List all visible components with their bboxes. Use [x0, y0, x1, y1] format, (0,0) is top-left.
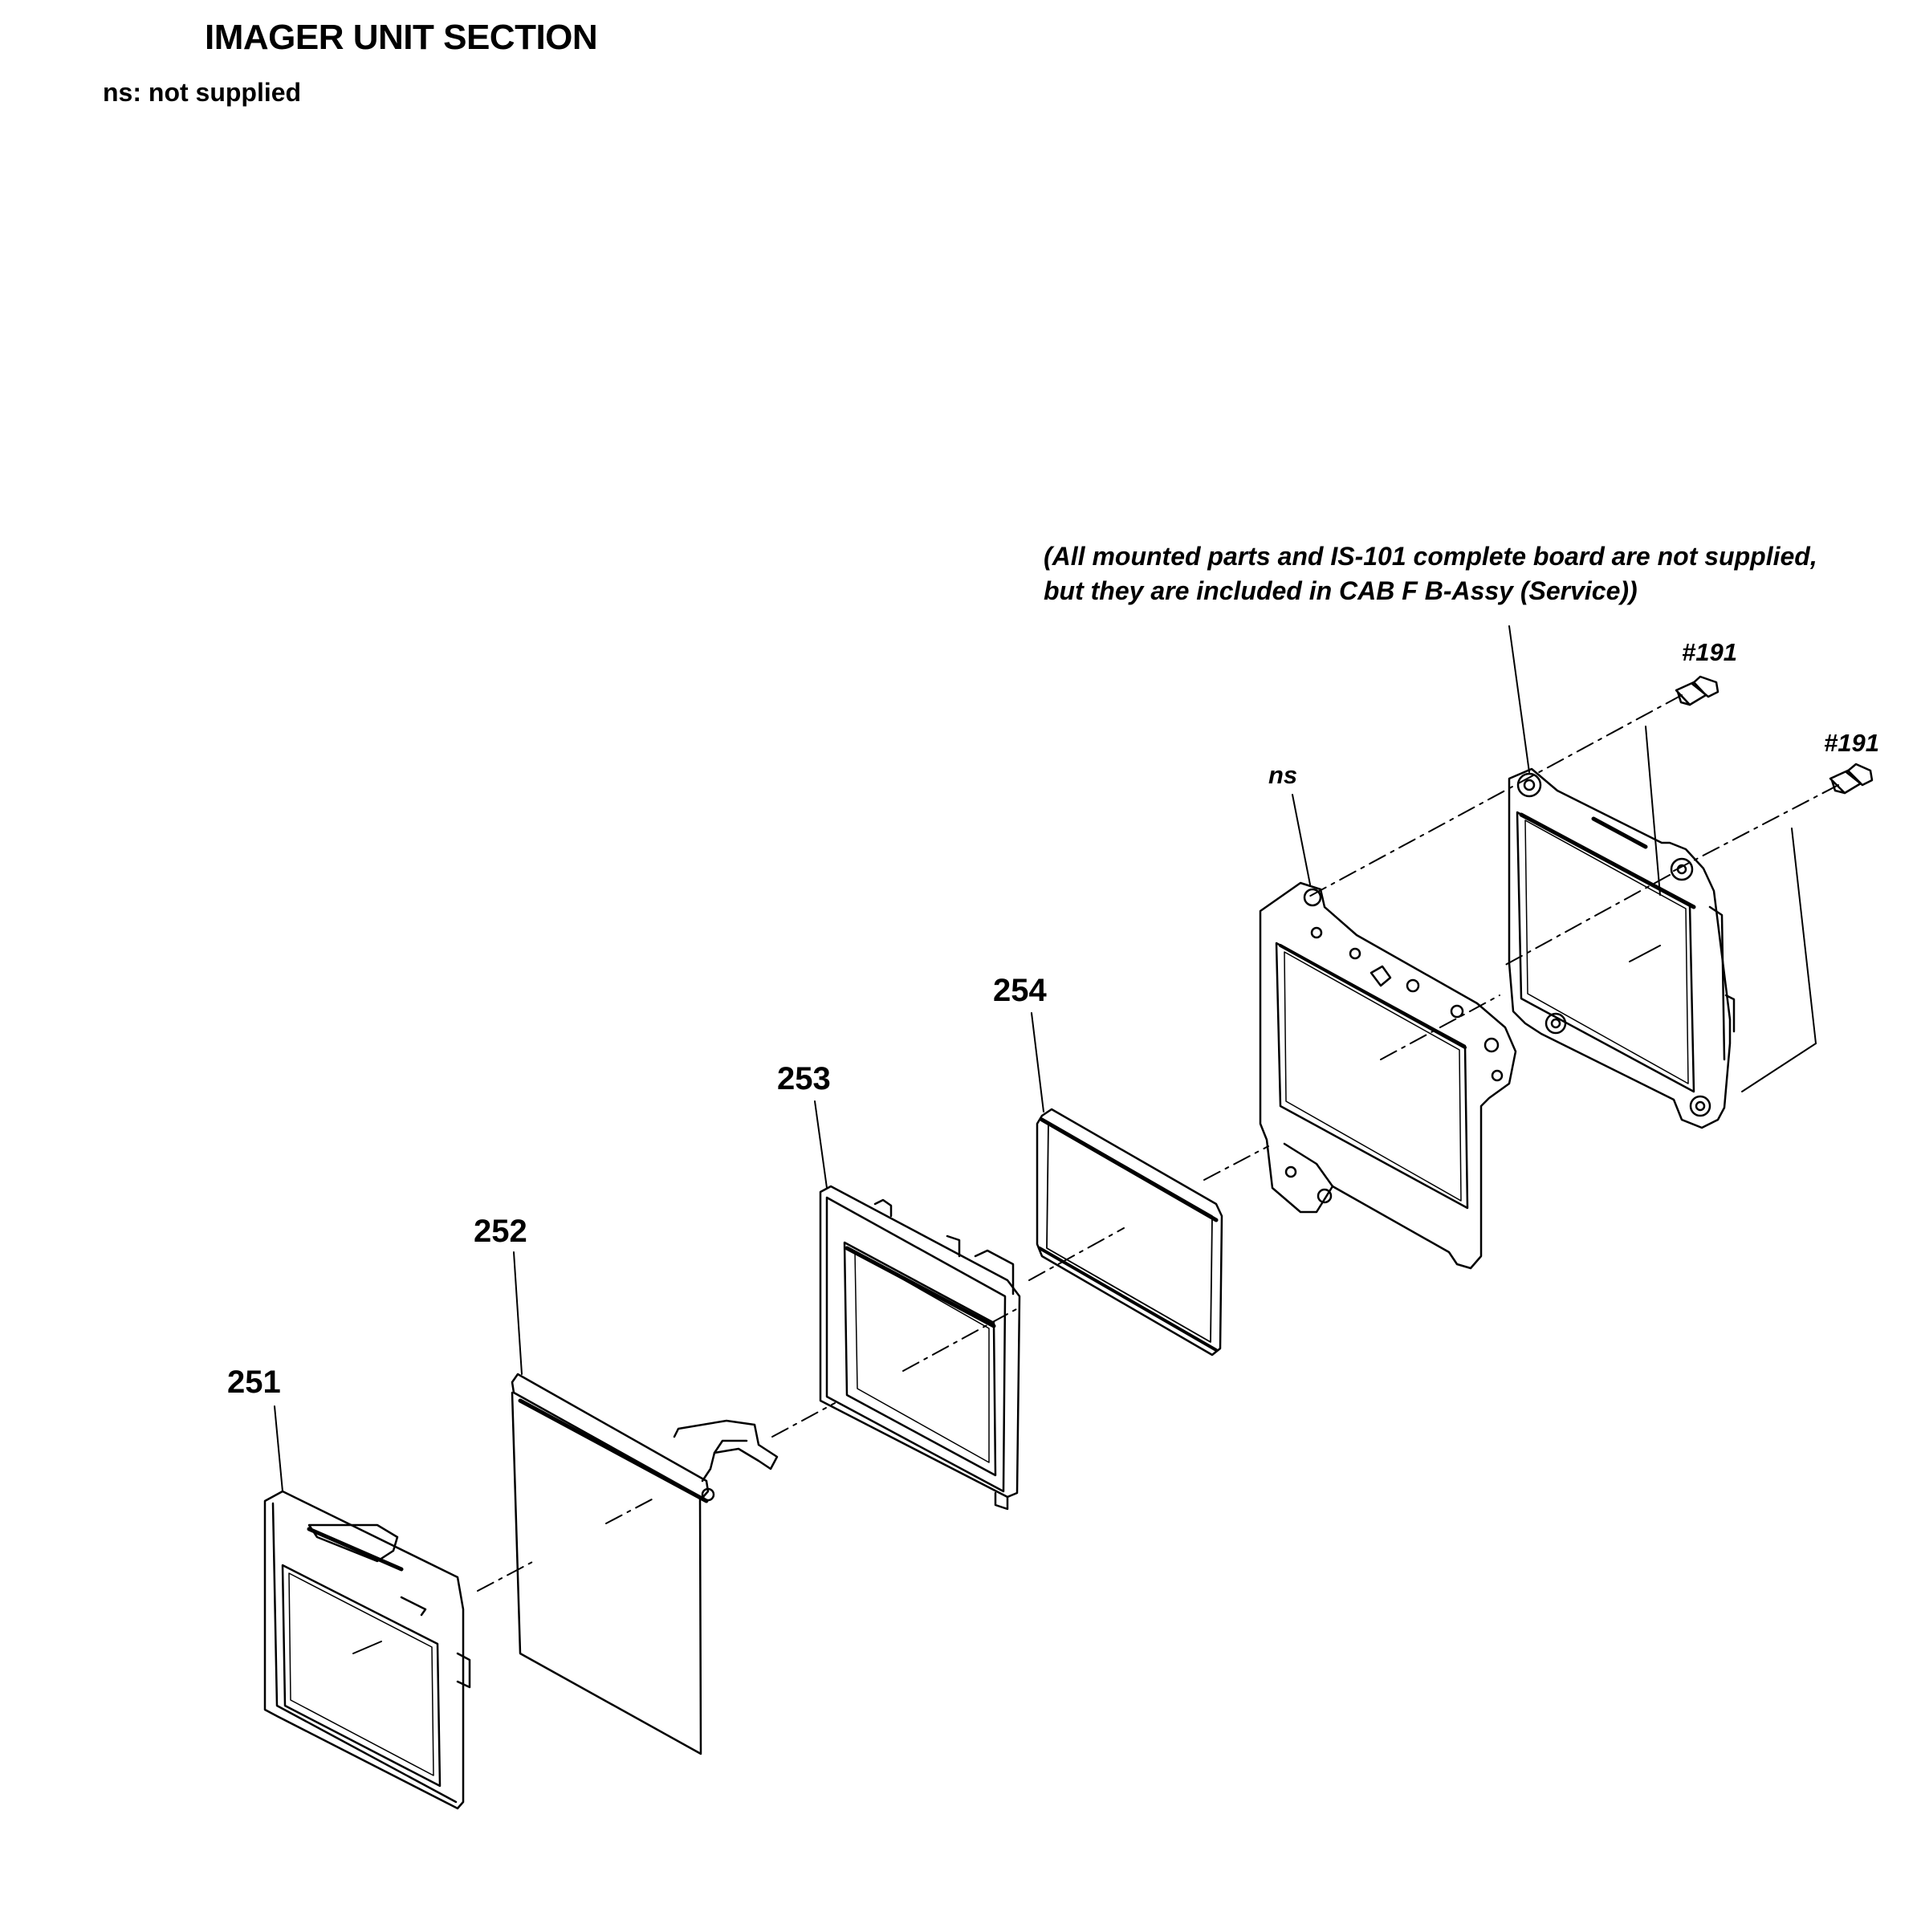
leader-254 — [1032, 1013, 1044, 1112]
supply-note-line-1: (All mounted parts and IS-101 complete b… — [1044, 542, 1817, 571]
leader-note — [1509, 626, 1529, 772]
callout-ns: ns — [1268, 761, 1298, 789]
part-252-sheet — [512, 1374, 777, 1754]
leader-253 — [815, 1101, 827, 1188]
supply-note: (All mounted parts and IS-101 complete b… — [1044, 539, 1895, 608]
part-251-frame — [265, 1491, 470, 1808]
leader-ns — [1292, 795, 1310, 885]
callout-251: 251 — [227, 1365, 281, 1400]
part-ns-plate — [1260, 883, 1516, 1268]
leader-251 — [275, 1406, 283, 1491]
screw-191-b — [1830, 764, 1872, 793]
section-title: IMAGER UNIT SECTION — [205, 18, 598, 57]
callout-254: 254 — [993, 973, 1047, 1008]
part-is101-board — [1509, 769, 1734, 1128]
supply-note-line-2: but they are included in CAB F B-Assy (S… — [1044, 576, 1638, 605]
legend-text: ns: not supplied — [103, 78, 302, 107]
leader-lines — [275, 626, 1838, 1591]
screw-191-a — [1676, 677, 1718, 705]
leader-252 — [514, 1252, 522, 1374]
part-253-holder — [820, 1186, 1020, 1509]
callout-252: 252 — [474, 1214, 527, 1249]
callout-253: 253 — [777, 1061, 831, 1096]
part-254-gasket — [1037, 1109, 1222, 1355]
callout-screw-191-a: #191 — [1682, 638, 1737, 666]
callout-screw-191-b: #191 — [1824, 729, 1879, 757]
